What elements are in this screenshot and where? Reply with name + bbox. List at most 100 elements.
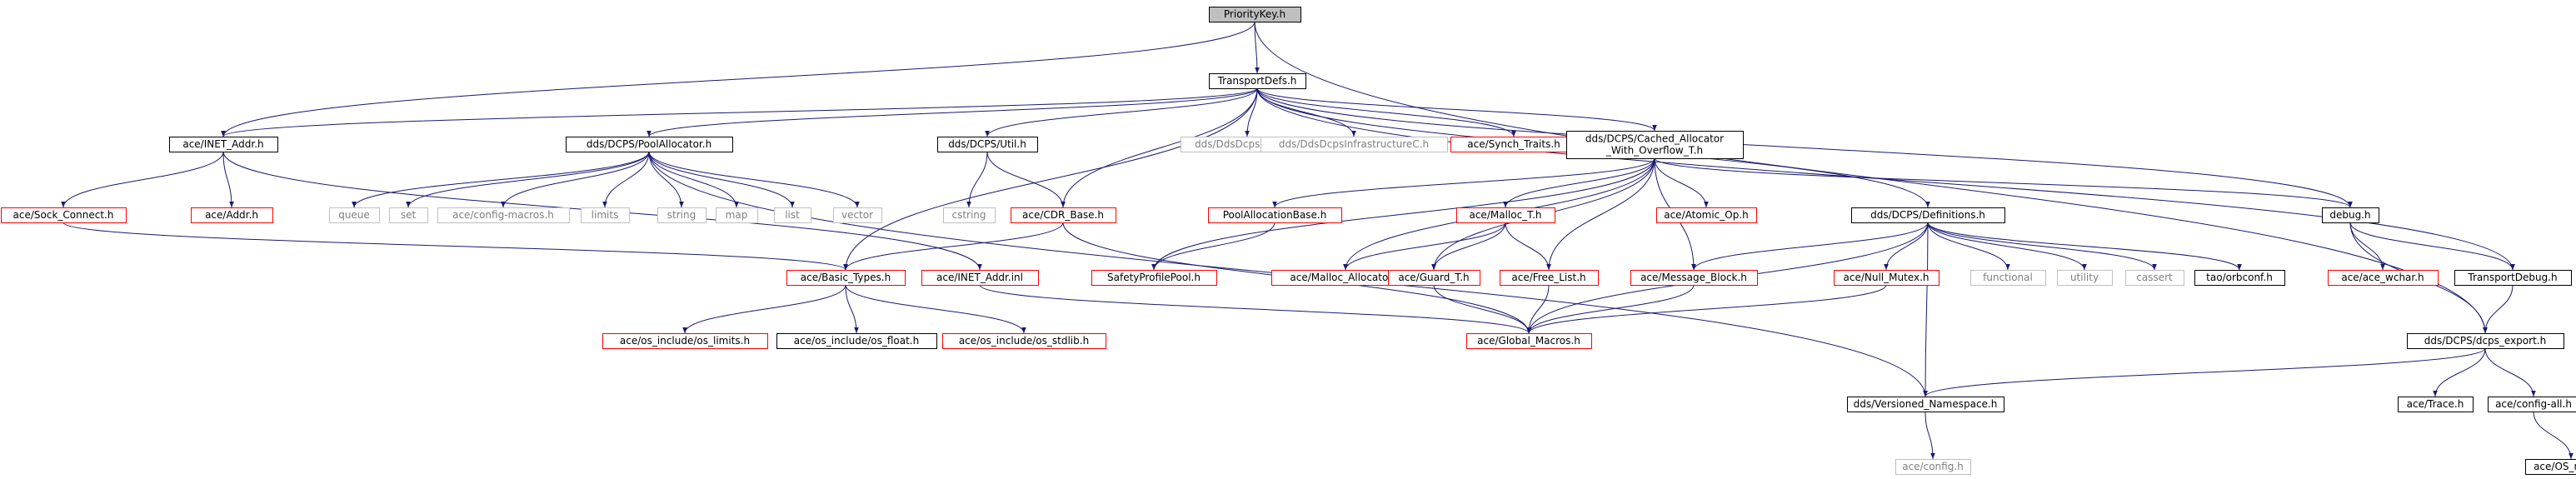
node-inet-addr[interactable]: ace/INET_Addr.h [169, 137, 278, 152]
node-dds-dcps-infra-c[interactable]: dds/DdsDcpsInfrastructureC.h [1261, 137, 1448, 152]
node-safety-pool[interactable]: SafetyProfilePool.h [1091, 270, 1217, 286]
node-label: dds/DCPS/Definitions.h [1870, 209, 1985, 221]
node-cassert[interactable]: cassert [2125, 270, 2184, 286]
node-osfloat[interactable]: ace/os_include/os_float.h [776, 333, 937, 349]
node-pool-alloc-base[interactable]: PoolAllocationBase.h [1208, 207, 1342, 223]
node-free-list[interactable]: ace/Free_List.h [1500, 270, 1599, 286]
edge-free-list-to-global-macros [1526, 284, 1550, 334]
node-functional[interactable]: functional [1970, 270, 2046, 286]
node-util[interactable]: dds/DCPS/Util.h [937, 137, 1038, 152]
node-box [2057, 270, 2113, 286]
node-global-macros[interactable]: ace/Global_Macros.h [1466, 333, 1592, 349]
node-null-mutex[interactable]: ace/Null_Mutex.h [1834, 270, 1939, 286]
node-pool-allocator[interactable]: dds/DCPS/PoolAllocator.h [566, 137, 733, 152]
edge-pool-allocator-to-limits [602, 151, 650, 208]
node-config[interactable]: ace/config.h [1895, 459, 1971, 475]
node-atomic-op[interactable]: ace/Atomic_Op.h [1656, 207, 1757, 223]
node-cached-alloc[interactable]: dds/DCPS/Cached_Allocator_With_Overflow_… [1566, 131, 1744, 159]
edge-malloc-t-to-guard-t [1431, 222, 1506, 271]
node-map[interactable]: map [716, 207, 758, 223]
node-box [1970, 270, 2046, 286]
node-priority-key[interactable]: PriorityKey.h [1209, 7, 1301, 22]
node-box [1091, 270, 1217, 286]
node-cdrbase[interactable]: ace/CDR_Base.h [1011, 207, 1116, 223]
node-box [1500, 270, 1599, 286]
node-box [329, 207, 380, 223]
edge-transport-defs-to-cached-alloc [1256, 87, 1657, 132]
node-label: ace/INET_Addr.inl [936, 272, 1023, 283]
node-label: SafetyProfilePool.h [1107, 272, 1201, 283]
edge-cached-alloc-to-free-list [1546, 157, 1655, 271]
node-message-block[interactable]: ace/Message_Block.h [1630, 270, 1758, 286]
node-guard-t[interactable]: ace/Guard_T.h [1388, 270, 1480, 286]
node-addr[interactable]: ace/Addr.h [191, 207, 273, 223]
node-transport-debug[interactable]: TransportDebug.h [2454, 270, 2572, 286]
node-box [2488, 397, 2576, 412]
node-box [1209, 73, 1306, 89]
node-box [169, 137, 278, 152]
node-limits[interactable]: limits [581, 207, 630, 223]
node-configall[interactable]: ace/config-all.h [2488, 397, 2576, 412]
node-inetaddr-inl[interactable]: ace/INET_Addr.inl [921, 270, 1039, 286]
edge-transport-debug-to-dcpsexport [2483, 284, 2514, 334]
node-list[interactable]: list [774, 207, 811, 223]
edge-definitions-to-null-mutex [1884, 222, 1929, 271]
node-transport-defs[interactable]: TransportDefs.h [1209, 73, 1306, 89]
node-cstring[interactable]: cstring [943, 207, 996, 223]
node-box [937, 137, 1038, 152]
node-malloc-alloc[interactable]: ace/Malloc_Allocator.h [1271, 270, 1420, 286]
node-box [921, 270, 1039, 286]
node-box [786, 270, 906, 286]
node-set[interactable]: set [389, 207, 428, 223]
node-osstdlib[interactable]: ace/os_include/os_stdlib.h [942, 333, 1106, 349]
edge [1546, 157, 1655, 271]
node-synch-traits[interactable]: ace/Synch_Traits.h [1450, 137, 1578, 152]
node-vector[interactable]: vector [833, 207, 882, 223]
node-dcpsexport[interactable]: dds/DCPS/dcps_export.h [2407, 333, 2564, 349]
edge [1256, 87, 2515, 271]
edge-cached-alloc-to-atomic-op [1654, 157, 1709, 208]
edge [1927, 222, 2010, 271]
node-versioned-ns[interactable]: dds/Versioned_Namespace.h [1847, 397, 2004, 412]
edge-versioned-ns-to-config [1925, 411, 1935, 460]
node-definitions[interactable]: dds/DCPS/Definitions.h [1851, 207, 2005, 223]
edge [501, 151, 650, 208]
node-box [1847, 397, 2004, 412]
node-utility[interactable]: utility [2057, 270, 2113, 286]
node-box [1630, 270, 1758, 286]
edge [2483, 284, 2514, 334]
node-orbconf[interactable]: tao/orbconf.h [2194, 270, 2285, 286]
node-label: dds/DdsDcpsInfrastructureC.h [1279, 138, 1429, 150]
node-label: dds/DCPS/PoolAllocator.h [587, 138, 711, 150]
node-malloc-t[interactable]: ace/Malloc_T.h [1456, 207, 1555, 223]
edge [2484, 347, 2536, 397]
node-box [602, 333, 768, 349]
edge-cached-alloc-to-debug [1654, 157, 2353, 208]
node-box [2328, 270, 2439, 286]
node-debug[interactable]: debug.h [2322, 207, 2379, 223]
edge-message-block-to-global-macros [1526, 284, 1695, 334]
node-osmain[interactable]: ace/OS_main.h [2525, 459, 2576, 475]
edge-definitions-to-functional [1927, 222, 2010, 271]
node-oslimits[interactable]: ace/os_include/os_limits.h [602, 333, 768, 349]
node-label: ace/ace_wchar.h [2341, 272, 2424, 283]
node-box [1851, 207, 2005, 223]
node-acewchar[interactable]: ace/ace_wchar.h [2328, 270, 2439, 286]
edge-debug-to-acewchar [2349, 222, 2385, 271]
node-string[interactable]: string [657, 207, 706, 223]
edge [845, 284, 1026, 334]
node-box [776, 333, 937, 349]
edge [648, 151, 739, 208]
node-box [1834, 270, 1939, 286]
node-queue[interactable]: queue [329, 207, 380, 223]
node-label: TransportDefs.h [1217, 75, 1297, 87]
node-trace[interactable]: ace/Trace.h [2398, 397, 2474, 412]
edge [1151, 222, 1276, 271]
node-box [1, 207, 127, 223]
node-sock-connect[interactable]: ace/Sock_Connect.h [1, 207, 127, 223]
node-basic-types[interactable]: ace/Basic_Types.h [786, 270, 906, 286]
node-label: map [726, 209, 748, 221]
edge [1503, 157, 1655, 208]
edge-cached-alloc-to-safety-pool [1151, 157, 1655, 271]
node-configmacros[interactable]: ace/config-macros.h [437, 207, 570, 223]
